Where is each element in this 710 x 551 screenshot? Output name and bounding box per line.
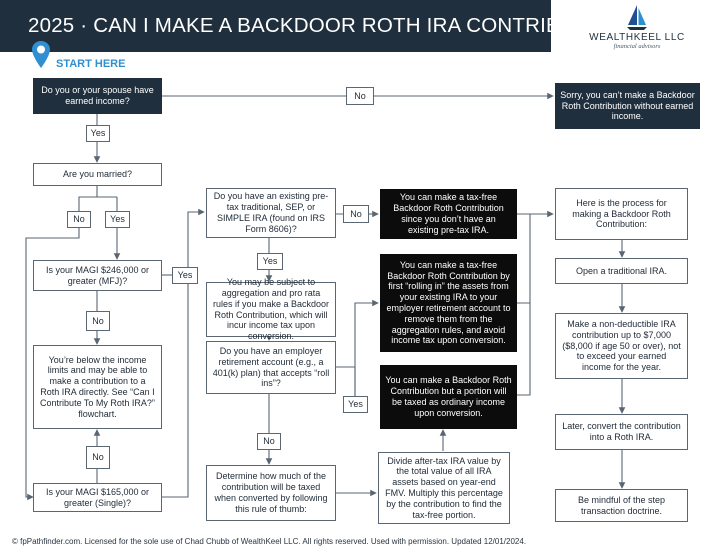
step-nondeductible-contribution: Make a non-deductible IRA contribution u… — [555, 313, 688, 379]
tax-free-no-ira-result: You can make a tax-free Backdoor Roth Co… — [380, 189, 517, 239]
answer-yes-married: Yes — [105, 211, 130, 228]
sailboat-icon — [627, 5, 647, 30]
page-title: 2025 · CAN I MAKE A BACKDOOR ROTH IRA CO… — [28, 14, 637, 37]
location-pin-icon — [32, 41, 50, 68]
answer-yes-employer-plan: Yes — [343, 396, 368, 413]
answer-no-employer-plan: No — [257, 433, 281, 450]
step-convert-to-roth: Later, convert the contribution into a R… — [555, 414, 688, 450]
earned-income-question: Do you or your spouse have earned income… — [33, 78, 162, 114]
employer-plan-question: Do you have an employer retirement accou… — [206, 341, 336, 394]
logo-tagline: financial advisors — [613, 43, 661, 50]
answer-no-magi-single: No — [86, 446, 110, 469]
tax-free-rollin-result: You can make a tax-free Backdoor Roth Co… — [380, 254, 517, 352]
answer-no-earned-income: No — [346, 87, 374, 105]
no-earned-income-result: Sorry, you can’t make a Backdoor Roth Co… — [555, 83, 700, 129]
start-here-label: START HERE — [56, 58, 126, 70]
step-transaction-doctrine: Be mindful of the step transaction doctr… — [555, 489, 688, 522]
company-logo: WEALTHKEEL LLC financial advisors — [568, 2, 706, 52]
answer-no-married: No — [67, 211, 91, 228]
below-limits-note: You’re below the income limits and may b… — [33, 345, 162, 429]
pro-rata-warning: You may be subject to aggregation and pr… — [206, 277, 336, 341]
copyright-footer: © fpPathfinder.com. Licensed for the sol… — [12, 537, 527, 546]
magi-single-question: Is your MAGI $165,000 or greater (Single… — [33, 483, 162, 512]
logo-name: WEALTHKEEL LLC — [589, 32, 685, 43]
header-banner: 2025 · CAN I MAKE A BACKDOOR ROTH IRA CO… — [0, 0, 636, 52]
answer-no-existing-ira: No — [343, 205, 369, 223]
answer-no-magi-mfj: No — [86, 311, 110, 331]
portion-taxed-result: You can make a Backdoor Roth Contributio… — [380, 365, 517, 429]
married-question: Are you married? — [33, 163, 162, 186]
magi-mfj-question: Is your MAGI $246,000 or greater (MFJ)? — [33, 260, 162, 291]
divide-rule-of-thumb: Divide after-tax IRA value by the total … — [378, 452, 510, 524]
existing-ira-question: Do you have an existing pre-tax traditio… — [206, 188, 336, 238]
determine-taxed-amount: Determine how much of the contribution w… — [206, 465, 336, 521]
answer-yes-magi-mfj: Yes — [172, 267, 198, 284]
step-open-traditional-ira: Open a traditional IRA. — [555, 258, 688, 284]
answer-yes-earned-income: Yes — [86, 125, 110, 142]
process-intro: Here is the process for making a Backdoo… — [555, 188, 688, 240]
answer-yes-existing-ira: Yes — [257, 253, 283, 270]
